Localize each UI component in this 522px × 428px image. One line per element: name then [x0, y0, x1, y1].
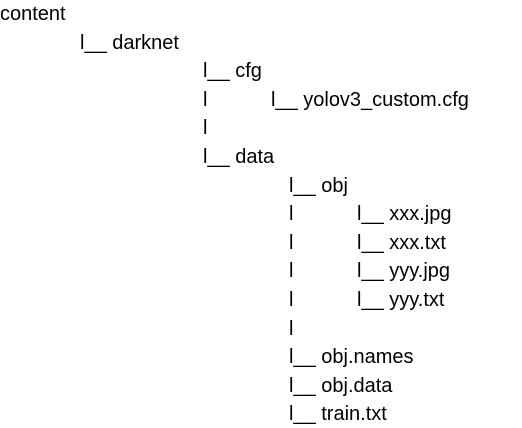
- folder-name-obj: obj: [321, 174, 348, 197]
- tree-tail: l__ xxx.txt: [357, 231, 446, 254]
- tree-prefix: l: [289, 317, 294, 340]
- tree-prefix: l: [203, 88, 208, 111]
- tree-prefix: l__: [80, 31, 113, 54]
- tree-tail: l__ yyy.jpg: [357, 260, 451, 283]
- tree-line-obj-data: l__ obj.data: [289, 372, 392, 400]
- tree-line-xxx-txt: l l__ xxx.txt: [289, 229, 446, 257]
- tree-line-connector: l: [203, 114, 207, 142]
- tree-prefix: l__: [289, 346, 322, 369]
- tree-line-yyy-txt: l l__ yyy.txt: [289, 286, 444, 314]
- tree-prefix: l__: [289, 374, 322, 397]
- tree-line-xxx-jpg: l l__ xxx.jpg: [289, 200, 452, 228]
- tree-prefix: l__: [203, 146, 236, 168]
- tree-line-obj-names: l__ obj.names: [289, 343, 414, 371]
- tree-prefix: l__: [289, 403, 322, 426]
- tree-line-obj: l__ obj: [289, 172, 348, 200]
- tree-prefix: l__: [289, 174, 322, 197]
- folder-name-darknet: darknet: [112, 31, 179, 54]
- tree-prefix: l: [289, 231, 294, 254]
- tree-tail: l__ yolov3_custom.cfg: [271, 88, 469, 111]
- tree-line-train-txt: l__ train.txt: [289, 400, 387, 428]
- tree-line-connector: l: [289, 315, 293, 343]
- tree-prefix: l: [289, 260, 294, 283]
- tree-prefix: l__: [203, 60, 236, 83]
- tree-tail: l__ xxx.jpg: [357, 203, 452, 226]
- file-name-train-txt: train.txt: [321, 403, 387, 426]
- tree-prefix: l: [289, 289, 294, 311]
- tree-line-yyy-jpg: l l__ yyy.jpg: [289, 257, 450, 285]
- tree-line-darknet: l__ darknet: [80, 29, 179, 57]
- folder-name-cfg: cfg: [235, 60, 262, 83]
- tree-prefix: l: [203, 117, 208, 140]
- tree-line-content: content: [0, 0, 66, 28]
- tree-prefix: l: [289, 203, 294, 226]
- tree-line-yolov3-custom-cfg: l l__ yolov3_custom.cfg: [203, 86, 469, 114]
- file-name-obj-data: obj.data: [321, 374, 393, 397]
- tree-tail: l__ yyy.txt: [357, 289, 445, 311]
- tree-line-data: l__ data: [203, 143, 274, 171]
- folder-name-data: data: [235, 146, 275, 168]
- tree-line-cfg: l__ cfg: [203, 57, 262, 85]
- folder-name-content: content: [0, 3, 66, 25]
- file-name-obj-names: obj.names: [321, 346, 414, 369]
